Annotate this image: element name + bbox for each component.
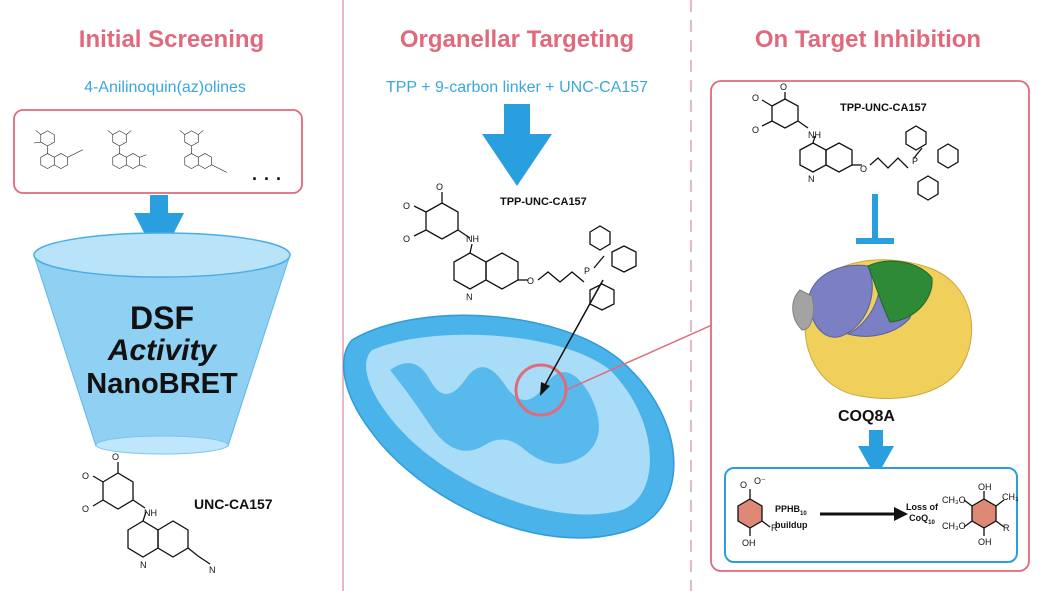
- screening-compounds-box: [13, 109, 303, 194]
- atom-label: O: [860, 164, 867, 174]
- atom-label: O: [82, 504, 89, 514]
- atom-label: O: [82, 471, 89, 481]
- funnel-label-activity: Activity: [107, 334, 217, 367]
- down-arrow-icon: [858, 430, 894, 478]
- middle-subtitle: TPP + 9-carbon linker + UNC-CA157: [385, 79, 649, 96]
- protein-structure-icon: [792, 259, 973, 399]
- pphb-text: PPHB: [775, 504, 801, 514]
- atom-label: NH: [144, 508, 157, 518]
- pointer-arrowhead: [540, 382, 550, 396]
- atom-label: O: [752, 93, 759, 103]
- atom-label: N: [140, 560, 147, 570]
- mini-structure-1: [34, 130, 83, 169]
- atom-label: NH: [466, 234, 479, 244]
- atom-label: O⁻: [754, 476, 766, 486]
- atom-label: O: [436, 182, 443, 192]
- atom-label: R: [771, 523, 778, 533]
- atom-label: OH: [742, 538, 756, 548]
- pointer-line: [544, 279, 604, 386]
- loss-of-text: Loss of: [906, 502, 939, 512]
- atom-label: P: [584, 266, 590, 276]
- atom-label: CH₃O: [942, 521, 966, 531]
- atom-label: O: [752, 125, 759, 135]
- tpp-unc-ca157-structure-small: [761, 92, 959, 201]
- atom-label: O: [403, 234, 410, 244]
- atom-label: R: [1003, 523, 1010, 533]
- funnel-icon: [33, 232, 291, 455]
- compound-label-unc-ca157: UNC-CA157: [194, 496, 273, 512]
- inhibition-bar-icon: [856, 194, 894, 244]
- pphb-structure: [737, 489, 771, 536]
- section-title-initial-screening: Initial Screening: [78, 26, 265, 53]
- atom-label: O: [527, 276, 534, 286]
- tpp-unc-ca157-structure: [413, 192, 637, 311]
- atom-label: N: [466, 292, 473, 302]
- protein-label-coq8a: COQ8A: [838, 408, 895, 425]
- funnel-label-nanobret: NanoBRET: [86, 368, 238, 400]
- zoom-connector-line: [565, 324, 713, 391]
- right-arrow-icon: [820, 507, 908, 521]
- coq-subscript: 10: [928, 519, 935, 526]
- buildup-text: buildup: [775, 519, 808, 530]
- atom-label: O: [740, 480, 747, 490]
- coq-text: CoQ: [909, 513, 929, 523]
- mini-structure-3: [179, 130, 227, 173]
- mini-structure-2: [107, 130, 147, 169]
- atom-label: P: [912, 156, 918, 166]
- down-arrow-icon: [482, 104, 552, 186]
- section-title-on-target-inhibition: On Target Inhibition: [754, 26, 982, 53]
- more-compounds-ellipsis: . . .: [252, 164, 283, 184]
- pphb-subscript: 10: [800, 510, 807, 517]
- atom-label: OH: [978, 537, 992, 547]
- atom-label: N: [808, 174, 815, 184]
- mitochondrion-icon: [342, 314, 675, 539]
- section-title-organellar-targeting: Organellar Targeting: [399, 26, 635, 53]
- atom-label: O: [780, 82, 787, 92]
- pathway-right-label: Loss of CoQ10: [906, 502, 938, 529]
- atom-label: N: [209, 565, 216, 575]
- atom-label: O: [403, 201, 410, 211]
- atom-label: OH: [978, 482, 992, 492]
- atom-label: CH₃O: [942, 495, 966, 505]
- pathway-left-label: PPHB10 buildup: [775, 504, 808, 531]
- compound-label-tpp-unc-ca157-middle: TPP-UNC-CA157: [500, 196, 587, 208]
- atom-label: CH₃: [1002, 492, 1019, 502]
- atom-label: O: [112, 452, 119, 462]
- unc-ca157-structure: [92, 462, 211, 565]
- atom-label: NH: [808, 130, 821, 140]
- funnel-label-dsf: DSF: [130, 300, 194, 336]
- compound-label-tpp-unc-ca157-right: TPP-UNC-CA157: [840, 102, 927, 114]
- left-subtitle: 4-Anilinoquin(az)olines: [84, 79, 246, 96]
- coq-structure: [963, 491, 1005, 536]
